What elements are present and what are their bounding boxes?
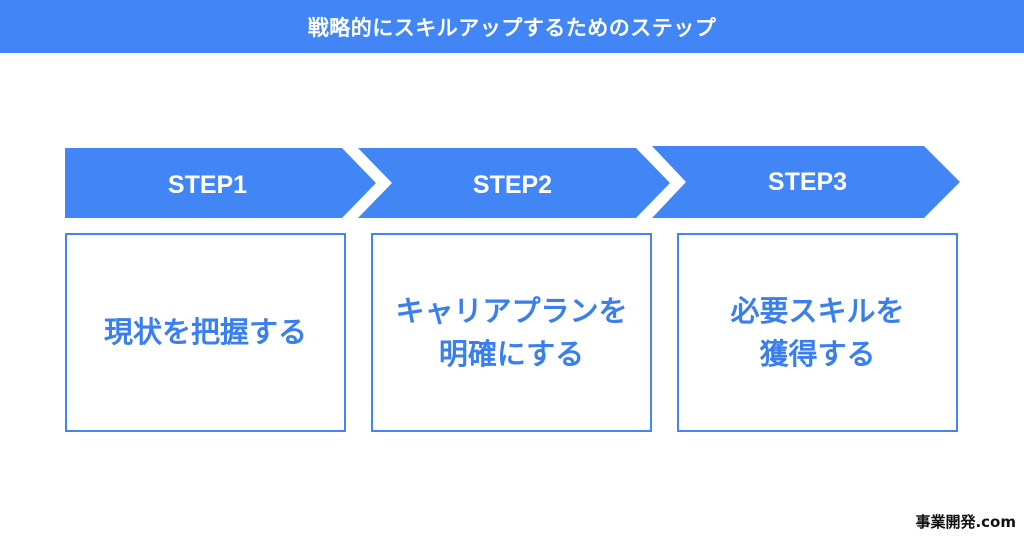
page-title: 戦略的にスキルアップするためのステップ bbox=[0, 0, 1024, 53]
step2-arrow bbox=[358, 148, 670, 218]
step2-box: キャリアプランを 明確にする bbox=[371, 233, 652, 432]
step3-arrow bbox=[652, 146, 960, 218]
step3-label: STEP3 bbox=[767, 167, 848, 196]
site-watermark: 事業開発.com bbox=[915, 513, 1016, 531]
step1-box: 現状を把握する bbox=[65, 233, 346, 432]
step3-box: 必要スキルを 獲得する bbox=[677, 233, 958, 432]
step3-description: 必要スキルを 獲得する bbox=[730, 294, 905, 371]
step1-description: 現状を把握する bbox=[103, 315, 307, 350]
step1-arrow bbox=[65, 148, 376, 218]
step1-label: STEP1 bbox=[167, 170, 248, 199]
step2-label: STEP2 bbox=[472, 170, 553, 199]
step2-description: キャリアプランを 明確にする bbox=[395, 294, 628, 371]
